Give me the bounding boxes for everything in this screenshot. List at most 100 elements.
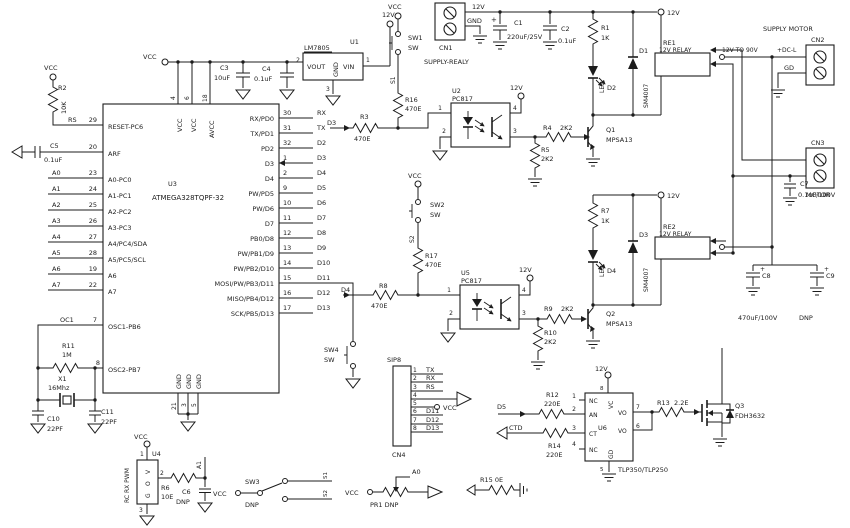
label-2: 2 xyxy=(296,57,300,64)
label-dnp: DNP xyxy=(245,501,259,509)
resistor-r8 xyxy=(369,290,403,300)
pushbutton-sw4 xyxy=(344,341,356,369)
label-d5: D5 xyxy=(317,184,326,192)
mcu-u3-body xyxy=(102,103,280,394)
label-pb0-d8: PB0/D8 xyxy=(250,235,274,243)
label-10k: 10K xyxy=(60,101,68,114)
label-31: 31 xyxy=(283,124,291,132)
label-3: 3 xyxy=(413,384,417,391)
label-r16: R16 xyxy=(405,96,418,104)
label-a3-pc3: A3-PC3 xyxy=(108,224,132,232)
ground-icon xyxy=(180,421,196,432)
label-5: 5 xyxy=(191,403,198,407)
vcc-port-icon xyxy=(143,440,151,448)
label-gnd: GND xyxy=(195,374,203,389)
connector-cn2-body xyxy=(805,44,835,86)
label-470e: 470E xyxy=(354,135,371,143)
label-q3: Q3 xyxy=(735,402,744,410)
diodes xyxy=(588,56,638,271)
label-a3: A3 xyxy=(52,217,61,225)
label-a2: A2 xyxy=(52,201,61,209)
label-motor: MOTOR xyxy=(806,191,831,199)
label-r3: R3 xyxy=(360,113,369,121)
label-3: 3 xyxy=(139,507,143,514)
label-gnd: GND xyxy=(332,62,340,77)
label-d8: D8 xyxy=(317,229,326,237)
label-a4-pc4-sda: A4/PC4/SDA xyxy=(108,240,148,248)
label-tx-pd1: TX/PD1 xyxy=(249,130,274,138)
label-r14: R14 xyxy=(548,442,561,450)
label-220uf-25v: 220uF/25V xyxy=(507,33,543,41)
label-d4: D4 xyxy=(607,267,616,275)
label-r6: R6 xyxy=(161,484,170,492)
label-19: 19 xyxy=(89,265,97,273)
label-2k2: 2K2 xyxy=(541,155,554,163)
ground-icon xyxy=(197,502,213,513)
label-cn1: CN1 xyxy=(439,44,453,52)
signal-arrows xyxy=(279,125,700,492)
opto-u2-body xyxy=(450,102,511,148)
label-gd: GD xyxy=(608,449,615,459)
resistor-r9 xyxy=(543,314,577,324)
ground-icon xyxy=(782,197,798,206)
ground-icon xyxy=(809,287,825,296)
label-0-1uf: 0.1uF xyxy=(558,37,576,45)
label-r12: R12 xyxy=(546,391,559,399)
label-gnd: GND xyxy=(467,17,482,25)
connector-cn3-body xyxy=(805,147,835,189)
label-sm4007: SM4007 xyxy=(643,268,650,292)
ground-icon xyxy=(770,89,786,98)
label-2-2e: 2.2E xyxy=(674,399,688,407)
relay-re1-contacts xyxy=(710,47,725,67)
label-6: 6 xyxy=(636,423,640,430)
label-vcc: VCC xyxy=(44,64,58,72)
label-pd2: PD2 xyxy=(261,145,274,153)
label-21: 21 xyxy=(171,402,178,410)
label-pc817: PC817 xyxy=(461,277,482,285)
label-4: 4 xyxy=(522,287,526,294)
label-8: 8 xyxy=(96,359,100,367)
label-1: 1 xyxy=(438,105,442,112)
label-a2-pc2: A2-PC2 xyxy=(108,208,132,216)
label-a1-pc1: A1-PC1 xyxy=(108,192,132,200)
label-r1: R1 xyxy=(601,24,610,32)
toggle-sw3 xyxy=(257,478,288,502)
resistor-r1 xyxy=(588,15,598,49)
label-vcc: VCC xyxy=(345,489,359,497)
label-0-1uf: 0.1uF xyxy=(44,156,62,164)
resistor-r10 xyxy=(533,322,543,356)
wires-mcu-right xyxy=(279,117,354,377)
label-led: LED xyxy=(599,81,606,93)
crystal-x1 xyxy=(59,393,75,407)
led-d2 xyxy=(588,66,606,87)
12v-port-icon xyxy=(517,92,525,100)
label-28: 28 xyxy=(89,249,97,257)
label-9: 9 xyxy=(283,184,287,192)
label-sw: SW xyxy=(430,211,441,219)
label-tx: TX xyxy=(316,124,326,132)
label-12v-to-90v: 12V TO 90V xyxy=(722,47,759,54)
label-7: 7 xyxy=(93,316,97,324)
label-c4: C4 xyxy=(262,65,271,73)
label-vin: VIN xyxy=(343,63,354,71)
label-2: 2 xyxy=(572,406,576,413)
label-7: 7 xyxy=(636,404,640,411)
label-10: 10 xyxy=(283,199,291,207)
label-s1: S1 xyxy=(390,76,397,84)
label-22: 22 xyxy=(89,281,97,289)
label-470e: 470E xyxy=(405,105,422,113)
label-220e: 220E xyxy=(544,400,561,408)
pushbutton-sw2 xyxy=(409,199,421,223)
resistor-r12 xyxy=(535,409,569,419)
wires-mcu-left xyxy=(22,27,391,422)
ground-icon xyxy=(279,89,295,100)
diode-d3 xyxy=(628,240,638,253)
label-lm7805: LM7805 xyxy=(304,44,330,52)
label-: + xyxy=(824,266,829,273)
label-dnp: DNP xyxy=(176,498,190,506)
wire-layer xyxy=(22,11,824,514)
wires-bottom xyxy=(146,51,457,514)
label-3: 3 xyxy=(326,86,330,93)
label-d11: D11 xyxy=(317,274,330,282)
